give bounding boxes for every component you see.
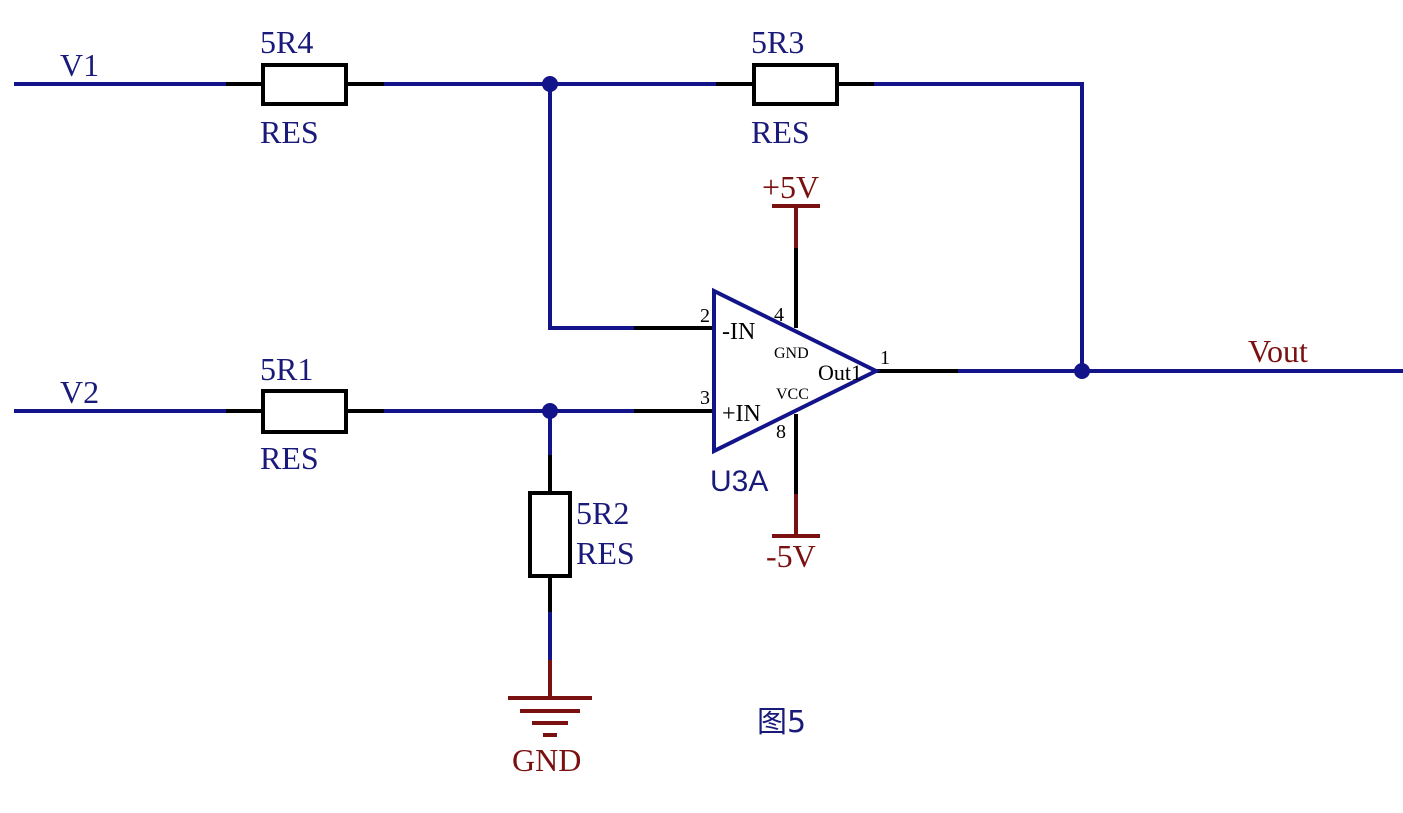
junction-output [1074, 363, 1090, 379]
wire-feedback-to-inv [548, 82, 636, 330]
resistor-5r3-value: RES [751, 114, 810, 150]
opamp-pin-inv-name: -IN [722, 319, 755, 345]
resistor-5r1: 5R1 RES [226, 351, 384, 476]
junction-top [542, 76, 558, 92]
resistor-5r2-designator: 5R2 [576, 495, 629, 531]
opamp-pin-inv-number: 2 [700, 305, 710, 327]
wires [14, 82, 1403, 662]
resistor-5r4-body [261, 63, 348, 106]
opamp-pin-bottom-number: 8 [776, 421, 786, 443]
ground-label: GND [512, 742, 581, 778]
resistor-5r4: 5R4 RES [226, 24, 384, 150]
resistor-5r3-designator: 5R3 [751, 24, 804, 60]
opamp-pin-noninv-name: +IN [722, 401, 761, 427]
opamp-u3a: 2 3 1 4 8 -IN +IN Out1 GND VCC U3A [634, 248, 958, 498]
power-positive-symbol: +5V [762, 169, 820, 248]
opamp-body [712, 287, 881, 455]
power-positive-label: +5V [762, 169, 819, 205]
resistor-5r1-value: RES [260, 440, 319, 476]
resistor-5r4-value: RES [260, 114, 319, 150]
resistor-5r3-body [752, 63, 839, 106]
resistor-5r2-body [528, 491, 572, 578]
opamp-pin-top-number: 4 [774, 304, 784, 326]
opamp-designator: U3A [710, 465, 768, 498]
power-negative-label: -5V [766, 538, 816, 574]
ground-symbol: GND [508, 660, 592, 778]
opamp-pin-out-name: Out1 [818, 360, 862, 385]
opamp-pin-out-number: 1 [880, 347, 890, 369]
resistor-5r2: 5R2 RES [528, 455, 635, 612]
junction-mid [542, 403, 558, 419]
net-label-vout: Vout [1248, 333, 1308, 369]
resistor-5r1-designator: 5R1 [260, 351, 313, 387]
resistor-5r3: 5R3 RES [716, 24, 874, 150]
opamp-pin-top-name: GND [774, 345, 809, 362]
net-label-v1: V1 [60, 47, 99, 83]
wire-5r3-to-output [872, 82, 1084, 373]
resistor-5r1-body [261, 389, 348, 434]
opamp-pin-bottom-name: VCC [776, 386, 809, 403]
power-negative-symbol: -5V [766, 494, 820, 574]
resistor-5r4-designator: 5R4 [260, 24, 313, 60]
figure-caption: 图5 [757, 705, 806, 740]
net-label-v2: V2 [60, 374, 99, 410]
resistor-5r2-value: RES [576, 535, 635, 571]
opamp-pin-noninv-number: 3 [700, 387, 710, 409]
